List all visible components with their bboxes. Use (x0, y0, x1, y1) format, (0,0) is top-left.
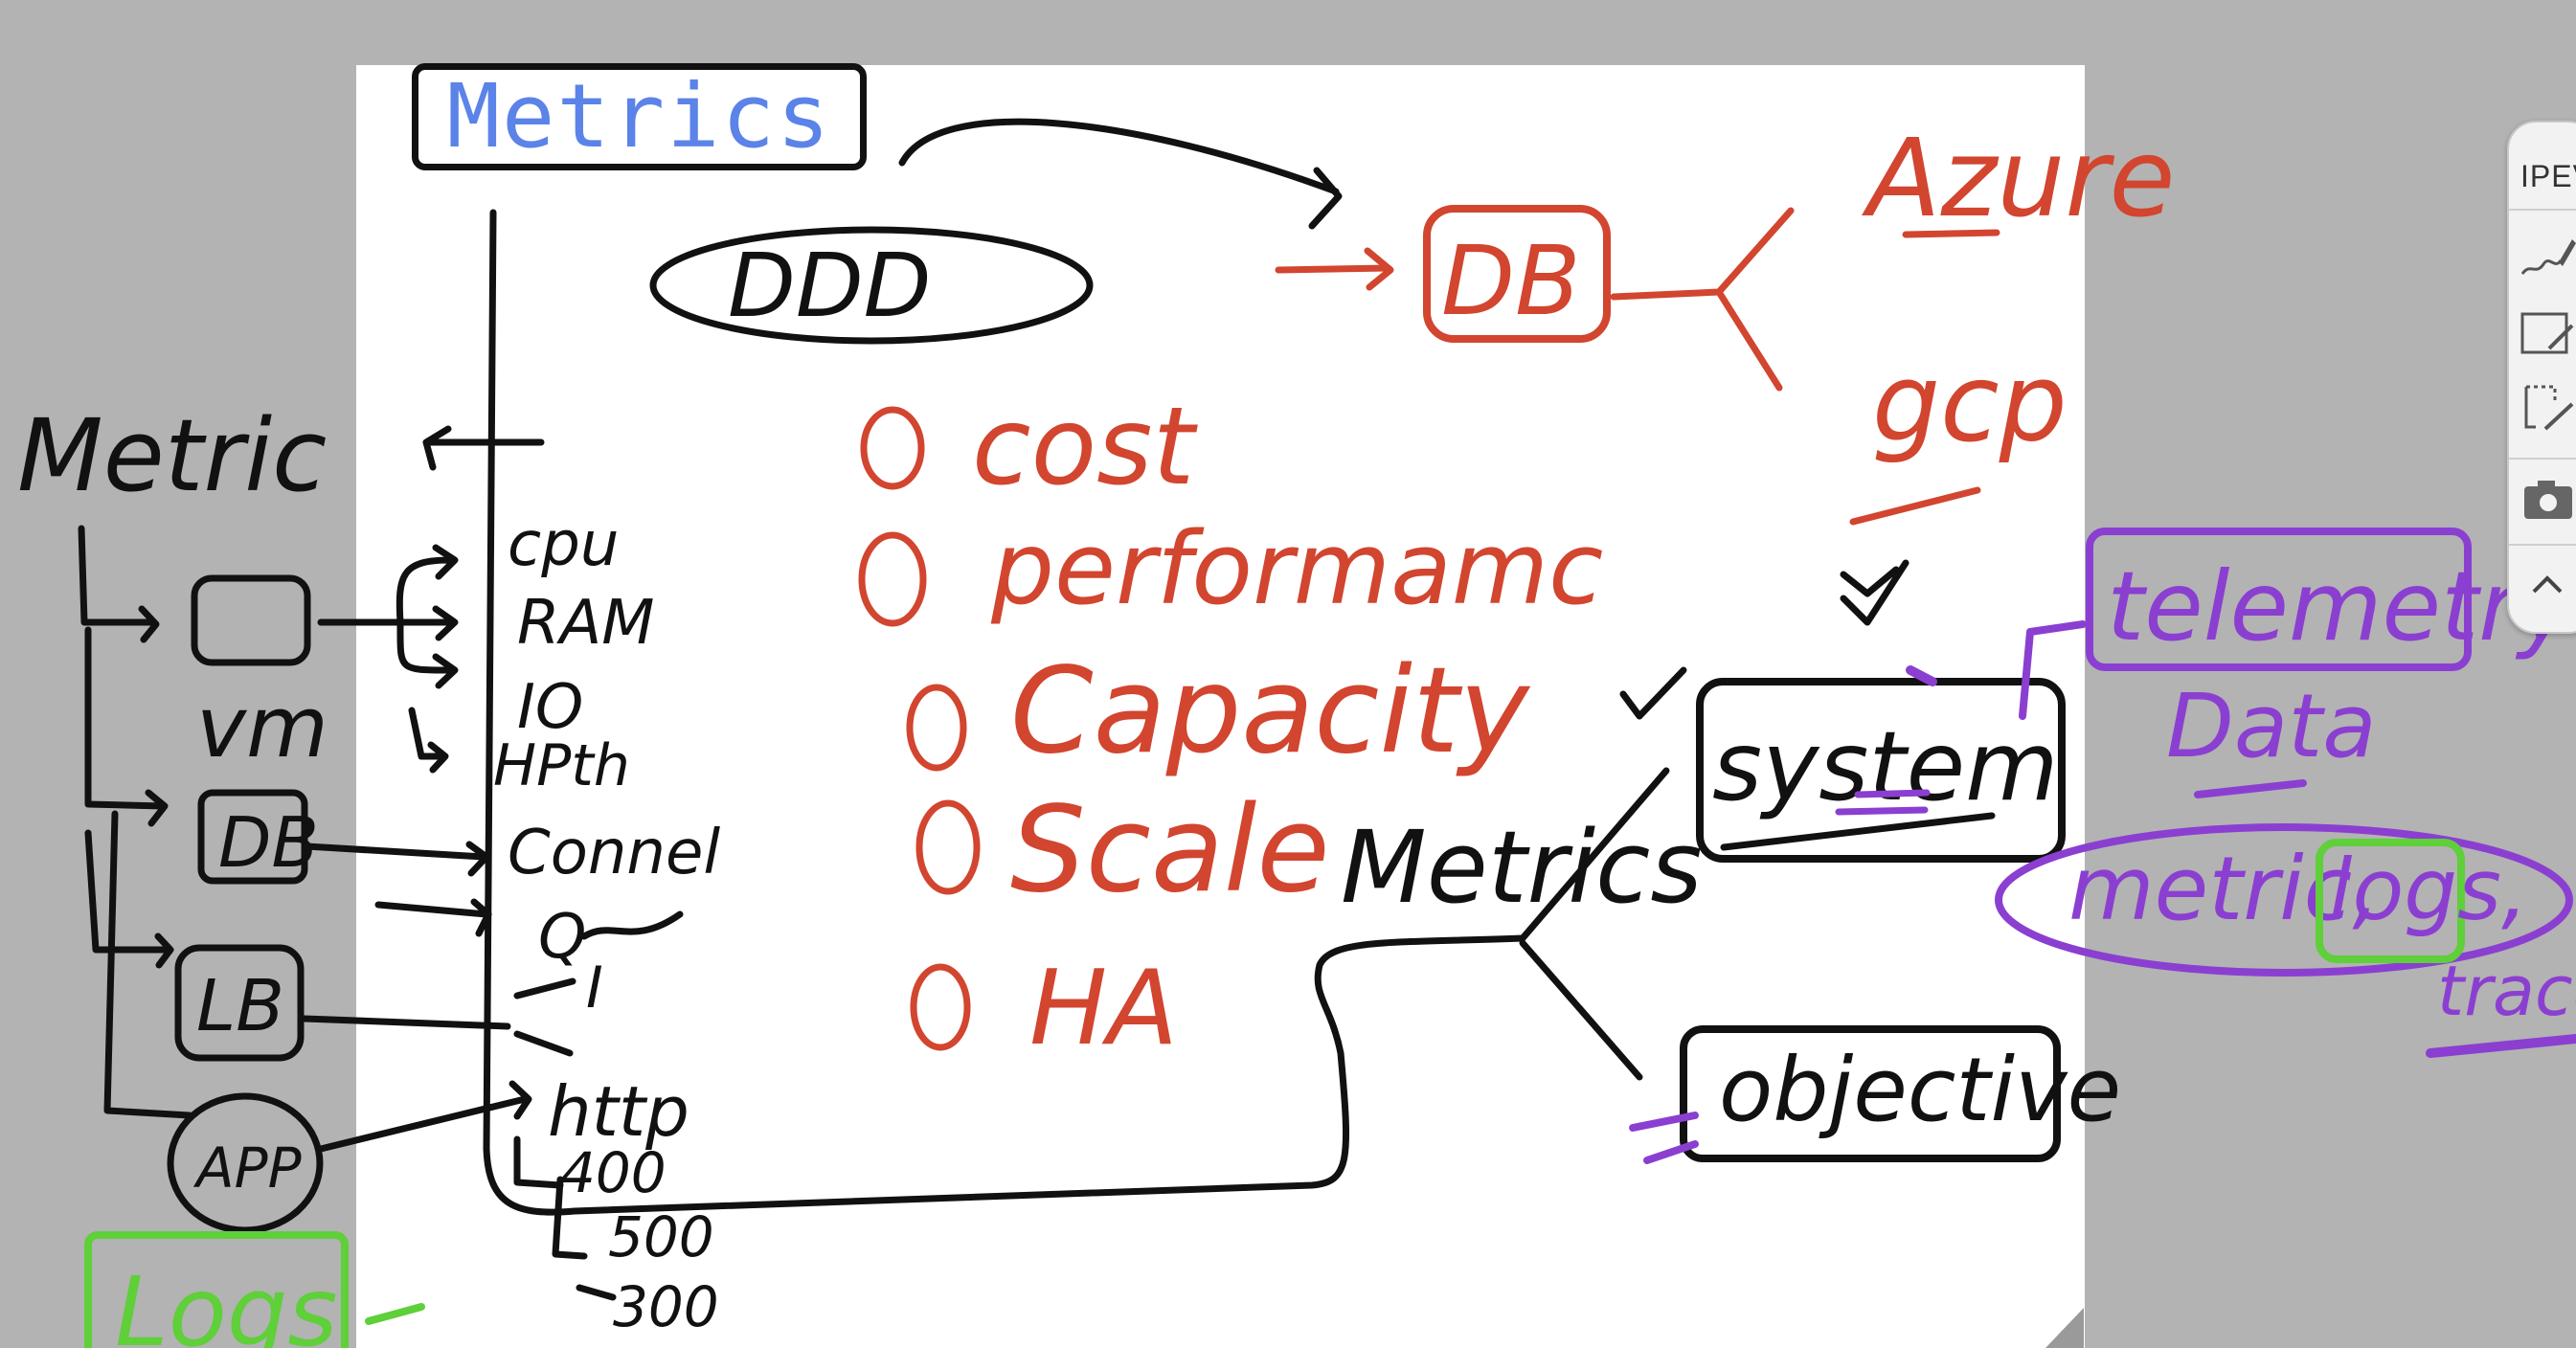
main-spine-line (483, 209, 1526, 1216)
bullet-icon (858, 531, 927, 627)
metric-http: http (548, 1071, 689, 1152)
db-box-left (197, 789, 308, 885)
logs-word: logs, (2329, 841, 2528, 939)
queue-tail (580, 910, 684, 940)
metric-connel: Connel (508, 818, 720, 888)
db-connector-left (303, 841, 490, 877)
logs-highlight-box (2316, 839, 2465, 963)
metrics-title-box: Metrics (412, 63, 867, 170)
lb-label: LB (196, 965, 284, 1047)
ddd-ellipse (649, 226, 1094, 345)
arrow-title-to-db (898, 118, 1340, 195)
db-label-right: DB (1441, 225, 1581, 337)
concern-ha: HA (1029, 949, 1178, 1068)
system-label: system (1712, 710, 2059, 822)
concern-scale: Scale (1010, 781, 1330, 919)
arrow-to-db (1275, 247, 1394, 291)
logs-label: Logs (115, 1256, 337, 1348)
bullet-icon (860, 406, 925, 490)
check-icon (1840, 559, 1909, 626)
azure-underline (1902, 229, 2000, 238)
concern-list: cost performamc Capacity Scale HA (858, 385, 1603, 1068)
system-underline-dark (1720, 812, 1996, 851)
db-label-left: DB (218, 802, 319, 883)
cloud-gcp: gcp (1872, 342, 2068, 466)
vm-label: vm (196, 678, 328, 776)
objective-marker (1629, 1112, 1699, 1164)
lb-connector (301, 977, 576, 1057)
metrics-label-right: Metrics (1341, 809, 1703, 926)
check-icon (1619, 666, 1687, 720)
metric-logs-label: metric, (2068, 838, 2381, 940)
http-codes-tree (513, 1135, 617, 1301)
data-underline (2194, 779, 2307, 798)
system-box (1696, 678, 2066, 863)
metric-hpth: HPth (493, 732, 630, 799)
system-underline (1835, 789, 1931, 816)
metric-cpu: cpu (508, 509, 619, 580)
metrics-branch-system (1519, 767, 1670, 942)
ipevo-toolbar[interactable]: IPEVO (2507, 121, 2576, 634)
objective-box (1680, 1025, 2061, 1162)
queue-connector (374, 898, 492, 937)
toolbar-divider (2509, 544, 2576, 546)
http-code-300: 300 (613, 1274, 719, 1339)
vm-brace (394, 544, 459, 689)
metric-ram: RAM (517, 588, 654, 659)
collapse-icon[interactable] (2517, 555, 2576, 617)
metric-io: IO (517, 672, 583, 743)
app-label: APP (192, 1135, 302, 1201)
lb-box (174, 944, 305, 1062)
ddd-label: DDD (728, 235, 932, 337)
http-code-500: 500 (608, 1204, 714, 1269)
traces-label: traces (2437, 951, 2576, 1031)
spine-branch-arrow (422, 425, 545, 471)
bullet-icon (906, 684, 967, 772)
app-circle (167, 1092, 324, 1234)
concern-cost: cost (972, 385, 1198, 509)
telemetry-box (2086, 528, 2472, 671)
whiteboard-canvas[interactable] (356, 65, 2085, 1348)
pen-icon[interactable] (2517, 226, 2576, 287)
metric-logs-ellipse (1995, 823, 2573, 977)
left-tree-root: Metric (17, 397, 327, 514)
toolbar-label: IPEVO (2520, 159, 2576, 193)
left-tree-db-branch (84, 626, 169, 827)
db-fork (1610, 207, 1795, 392)
metric-queue: Q (538, 902, 586, 973)
concern-performance: performamc (990, 510, 1603, 627)
arrow-title-to-db-head (1308, 167, 1343, 230)
left-tree-app-branch (103, 810, 193, 1119)
left-tree-lb-branch (84, 829, 174, 969)
toolbar-divider (2509, 209, 2576, 211)
objective-label: objective (1719, 1039, 2121, 1141)
data-label: Data (2166, 675, 2377, 777)
vm-box (191, 574, 311, 666)
telemetry-bracket (2019, 620, 2087, 720)
logs-box (84, 1231, 349, 1348)
logs-dash (365, 1303, 425, 1325)
http-code-400: 400 (560, 1140, 667, 1205)
toolbar-divider (2509, 458, 2576, 460)
gcp-underline (1849, 486, 1981, 526)
db-box-right (1423, 205, 1611, 343)
page-fold-corner (2045, 1308, 2084, 1348)
bullet-icon (910, 963, 971, 1051)
crop-icon[interactable] (2517, 379, 2576, 440)
metric-i: I (586, 955, 603, 1022)
bullet-icon (915, 799, 981, 895)
page-title: Metrics (446, 65, 832, 168)
concern-capacity: Capacity (1010, 642, 1531, 780)
app-connector (317, 1080, 532, 1153)
camera-icon[interactable] (2517, 469, 2576, 530)
telemetry-label: telemetry (2107, 550, 2576, 663)
whiteboard-icon[interactable] (2517, 304, 2576, 366)
metrics-branch-objective (1519, 939, 1643, 1081)
traces-underline (2426, 1034, 2576, 1058)
left-tree-trunk (78, 525, 160, 643)
cloud-azure: Azure (1862, 117, 2175, 241)
system-dot (1906, 665, 1937, 686)
io-hook (408, 707, 449, 774)
